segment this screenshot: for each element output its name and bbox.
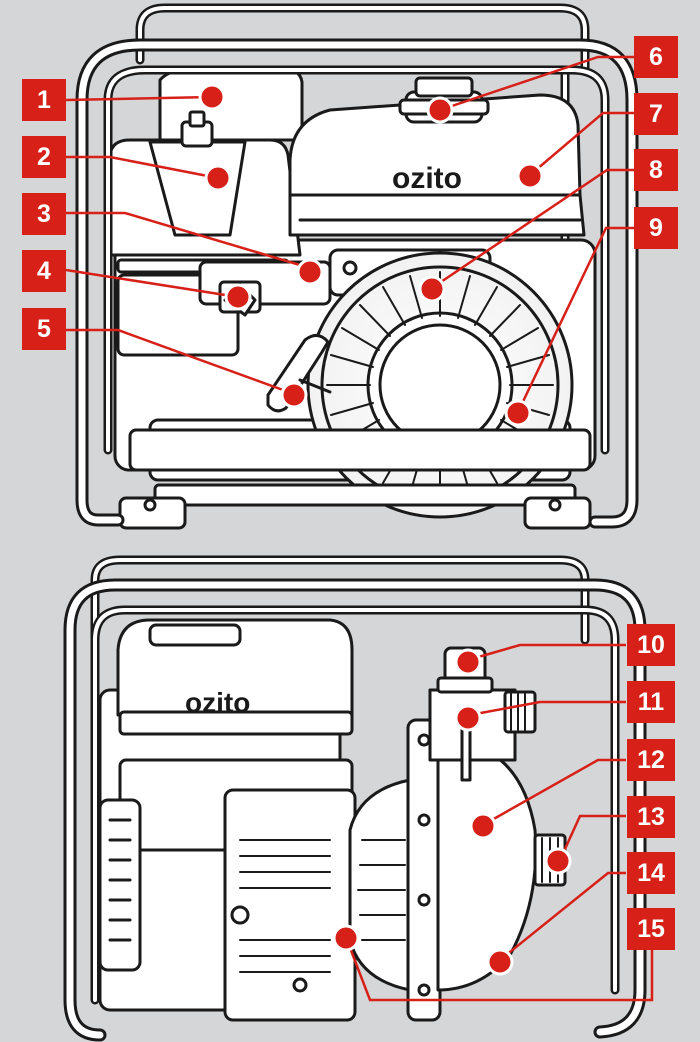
leader-6 [439, 55, 634, 112]
marker-11 [454, 704, 482, 732]
leader-13 [558, 814, 626, 861]
side-view: ozito [63, 555, 647, 1042]
leader-1 [65, 95, 213, 102]
outlet-thread [503, 690, 537, 734]
crankcase [223, 788, 357, 1022]
marker-12 [469, 812, 497, 840]
label-14: 14 [627, 852, 675, 894]
marker-9 [504, 399, 532, 427]
label-6: 6 [634, 36, 678, 78]
marker-14 [486, 948, 514, 976]
leader-12 [482, 758, 626, 827]
leader-10 [467, 643, 626, 662]
marker-2 [204, 164, 232, 192]
marker-8 [418, 275, 446, 303]
pump-housing [348, 778, 412, 992]
leader-9 [516, 226, 634, 413]
base-plate [128, 428, 592, 472]
pump-flange [406, 718, 442, 1022]
marker-1 [198, 83, 226, 111]
marker-7 [516, 162, 544, 190]
label-11: 11 [627, 681, 675, 723]
label-12: 12 [627, 739, 675, 781]
leader-14 [499, 871, 626, 961]
marker-4 [224, 283, 252, 311]
label-13: 13 [627, 796, 675, 838]
leader-4 [65, 268, 239, 299]
label-1: 1 [22, 79, 66, 121]
foot-left [118, 496, 187, 530]
brand-side: ozito [185, 687, 250, 718]
leader-lines [65, 55, 654, 1002]
leader-2 [66, 155, 219, 180]
label-3: 3 [22, 193, 66, 235]
pump-cover [436, 738, 538, 992]
label-5: 5 [22, 308, 66, 350]
markers [198, 83, 572, 976]
front-view: ozito [75, 3, 639, 530]
label-15: 15 [627, 908, 675, 950]
marker-3 [296, 258, 324, 286]
marker-15 [332, 924, 360, 952]
leader-11 [469, 700, 626, 717]
label-10: 10 [627, 624, 675, 666]
marker-5 [280, 381, 308, 409]
label-9: 9 [634, 207, 678, 249]
leader-8 [431, 168, 634, 290]
brand-front: ozito [392, 162, 462, 195]
marker-6 [426, 96, 454, 124]
label-2: 2 [22, 136, 66, 178]
marker-13 [544, 847, 572, 875]
leader-5 [66, 328, 295, 396]
marker-10 [454, 648, 482, 676]
leader-15 [345, 939, 654, 1002]
label-4: 4 [22, 250, 66, 292]
leader-7 [529, 111, 634, 176]
foot-right [523, 496, 592, 530]
label-8: 8 [634, 149, 678, 191]
label-7: 7 [634, 93, 678, 135]
leader-3 [66, 211, 311, 270]
